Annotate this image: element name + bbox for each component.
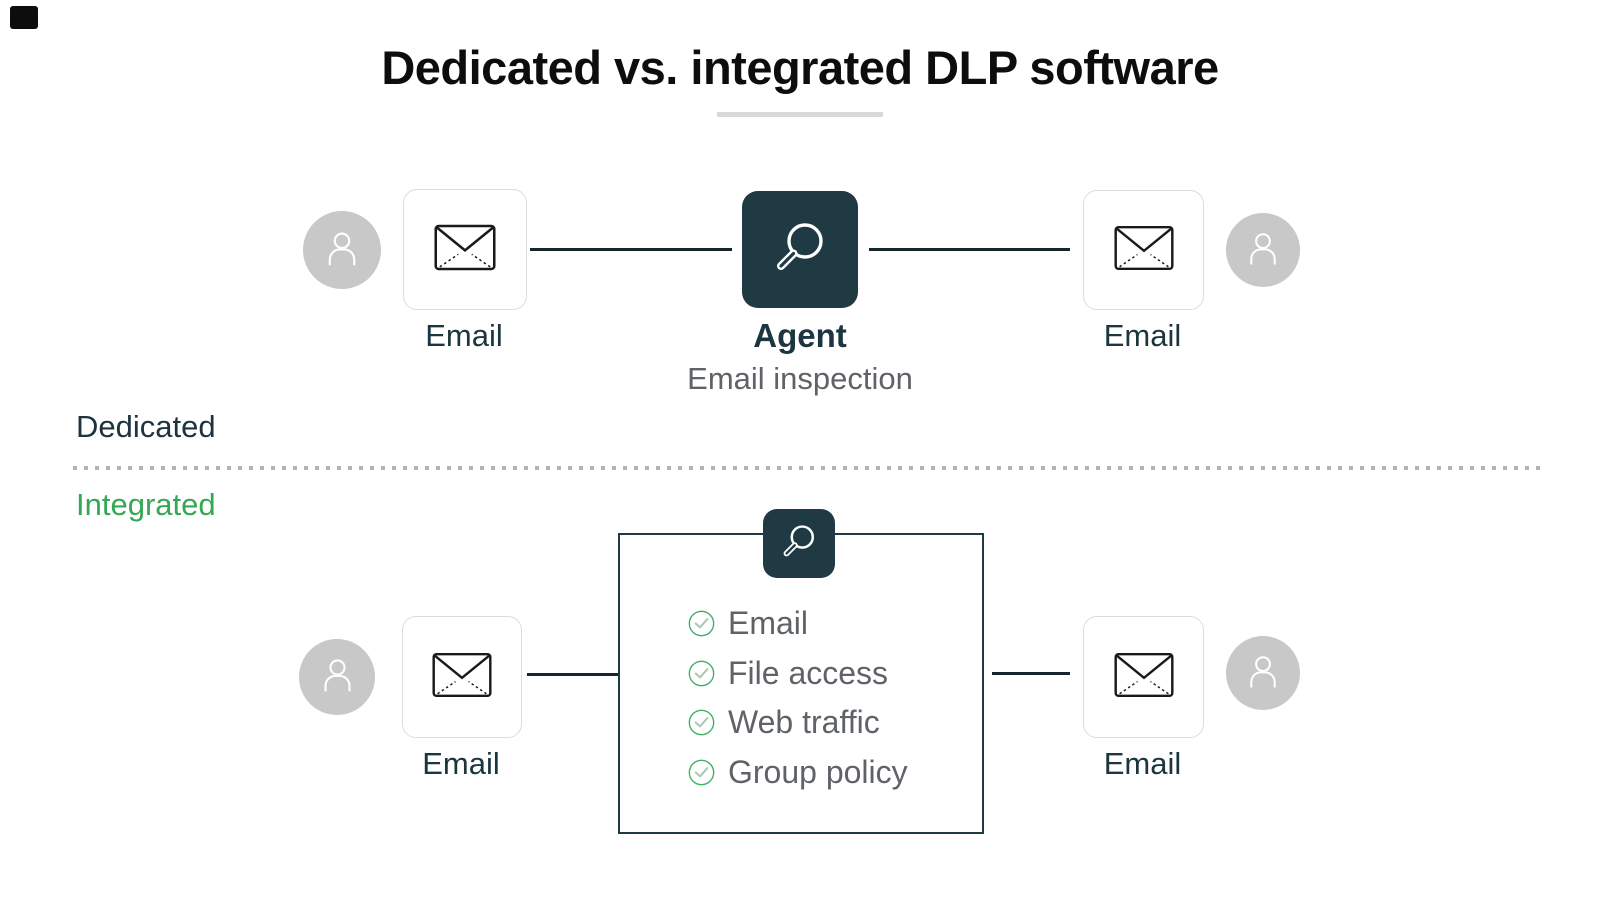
email-node-label: Email [1103,318,1182,353]
connector-line [992,672,1070,675]
checklist-item: Web traffic [688,698,980,748]
check-circle-icon [688,610,715,637]
envelope-icon [1113,652,1174,703]
connector-line [527,673,618,676]
user-avatar [1226,213,1300,287]
person-icon [315,652,360,702]
title-underline [717,112,883,117]
person-icon [1241,649,1285,698]
checklist-item: Group policy [688,748,980,798]
agent-node [742,191,858,308]
email-node [1083,616,1204,738]
connector-line [530,248,732,251]
agent-node-subtitle: Email inspection [687,361,913,396]
user-avatar [299,639,375,715]
inspection-checklist: Email File access Web traffic [688,599,980,797]
magnifier-badge [763,509,835,578]
check-circle-icon [688,709,715,736]
magnifier-icon [778,520,820,567]
agent-node-label: Agent [753,317,847,354]
checklist-item-label: Web traffic [728,704,880,741]
checklist-item: Email [688,599,980,649]
dedicated-section-label: Dedicated [76,409,216,444]
email-node [403,189,527,310]
person-icon [1241,226,1285,275]
email-node-label: Email [1103,746,1182,781]
checklist-item-label: Group policy [728,753,908,790]
user-avatar [303,211,381,289]
check-circle-icon [688,759,715,786]
envelope-icon [432,652,492,703]
connector-line [869,248,1070,251]
page-title: Dedicated vs. integrated DLP software [381,41,1219,94]
user-avatar [1226,636,1300,710]
checklist-item-label: File access [728,654,889,691]
email-node [1083,190,1204,310]
checklist-item-label: Email [728,605,809,642]
check-circle-icon [688,660,715,687]
person-icon [319,225,365,276]
email-node [402,616,522,738]
magnifier-icon [768,215,832,284]
checklist-item: File access [688,649,980,699]
email-node-label: Email [425,318,503,353]
envelope-icon [434,224,496,276]
integrated-section-label: Integrated [76,487,216,522]
email-node-label: Email [422,746,500,781]
dotted-divider [73,466,1540,470]
corner-mark [10,6,38,29]
envelope-icon [1113,225,1174,276]
